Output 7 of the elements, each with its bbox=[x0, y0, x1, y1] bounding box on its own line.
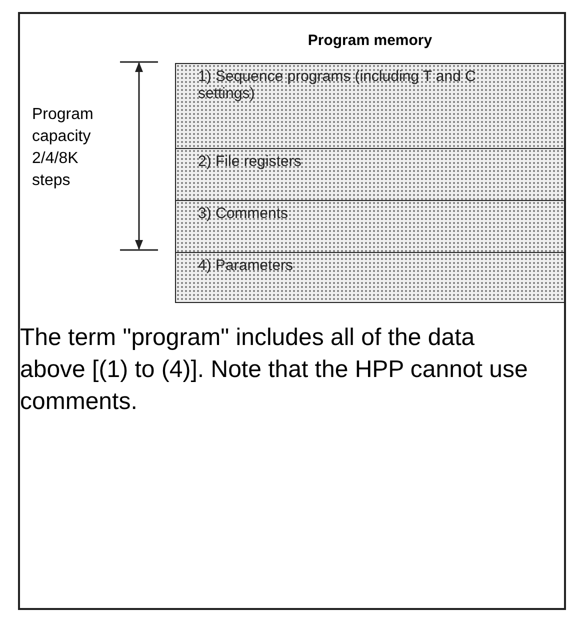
memory-section: 3) Comments bbox=[175, 200, 565, 253]
memory-section: 2) File registers bbox=[175, 148, 565, 201]
note-text: The term "program" includes all of the data above [(1) to (4)]. Note that the HPP cannot use comments. bbox=[20, 323, 529, 417]
capacity-label: Program capacity 2/4/8K steps bbox=[32, 105, 94, 191]
memory-heading: Program memory bbox=[306, 32, 434, 49]
memory-section: 4) Parameters bbox=[175, 252, 565, 303]
memory-section: 1) Sequence programs (including T and C settings) bbox=[175, 63, 565, 149]
